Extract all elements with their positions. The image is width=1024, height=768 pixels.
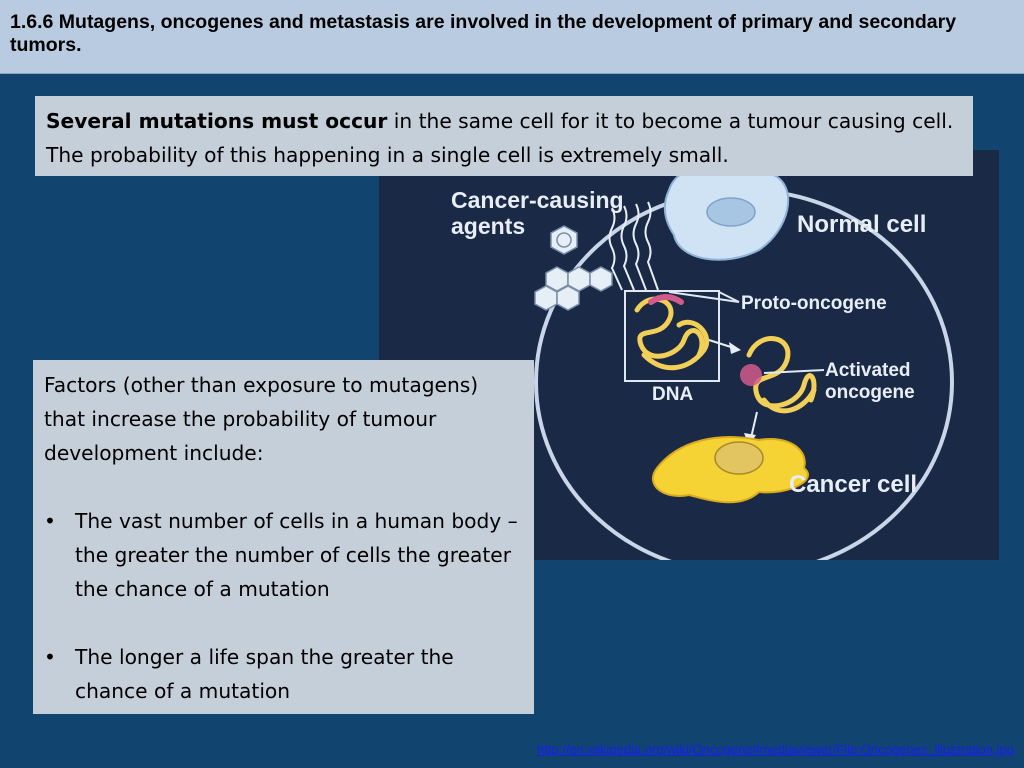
bullet-icon: • [44,645,56,669]
label-activated: Activated [825,360,911,381]
slide-title: 1.6.6 Mutagens, oncogenes and metastasis… [10,11,957,56]
label-oncogene: oncogene [825,382,915,403]
list-item: • The longer a life span the greater the… [44,640,524,708]
radiation-wavy-lines [608,201,659,291]
activated-pointer [763,369,825,374]
oncogenes-illustration: Cancer-causing agents Normal cell Proto-… [379,150,999,560]
list-item-text: The longer a life span the greater the c… [75,645,454,703]
cancer-cell-nucleus [714,441,764,475]
chemical-rings-icon [534,266,613,311]
factors-text-box: Factors (other than exposure to mutagens… [33,360,534,714]
virus-icon [550,225,578,255]
intro-bold-text: Several mutations must occur [46,109,388,133]
intro-text-box: Several mutations must occur in the same… [35,96,973,176]
list-item-text: The vast number of cells in a human body… [75,509,518,601]
factors-heading: Factors (other than exposure to mutagens… [44,373,479,465]
label-proto-oncogene: Proto-oncogene [741,293,887,314]
label-dna: DNA [652,384,693,405]
factors-list: • The vast number of cells in a human bo… [44,504,524,708]
intro-rest-text: in the same cell for it to become a tumo… [46,109,954,167]
dna-strand [634,296,710,371]
label-cancer-causing-agents: Cancer-causing [451,187,624,213]
activated-oncogene-strand [746,336,817,414]
label-normal-cell: Normal cell [797,211,926,238]
title-bar: 1.6.6 Mutagens, oncogenes and metastasis… [0,0,1024,74]
normal-cell-nucleus [706,197,756,227]
label-cancer-cell: Cancer cell [789,471,917,498]
proto-oncogene-pointer [668,291,740,303]
label-agents: agents [451,213,525,239]
arrow-to-cancer [750,411,758,439]
dna-box [624,290,720,382]
bullet-icon: • [44,509,56,533]
list-item: • The vast number of cells in a human bo… [44,504,524,606]
source-link[interactable]: http://en.wikipedia.org/wiki/Oncogene#me… [537,742,1014,757]
